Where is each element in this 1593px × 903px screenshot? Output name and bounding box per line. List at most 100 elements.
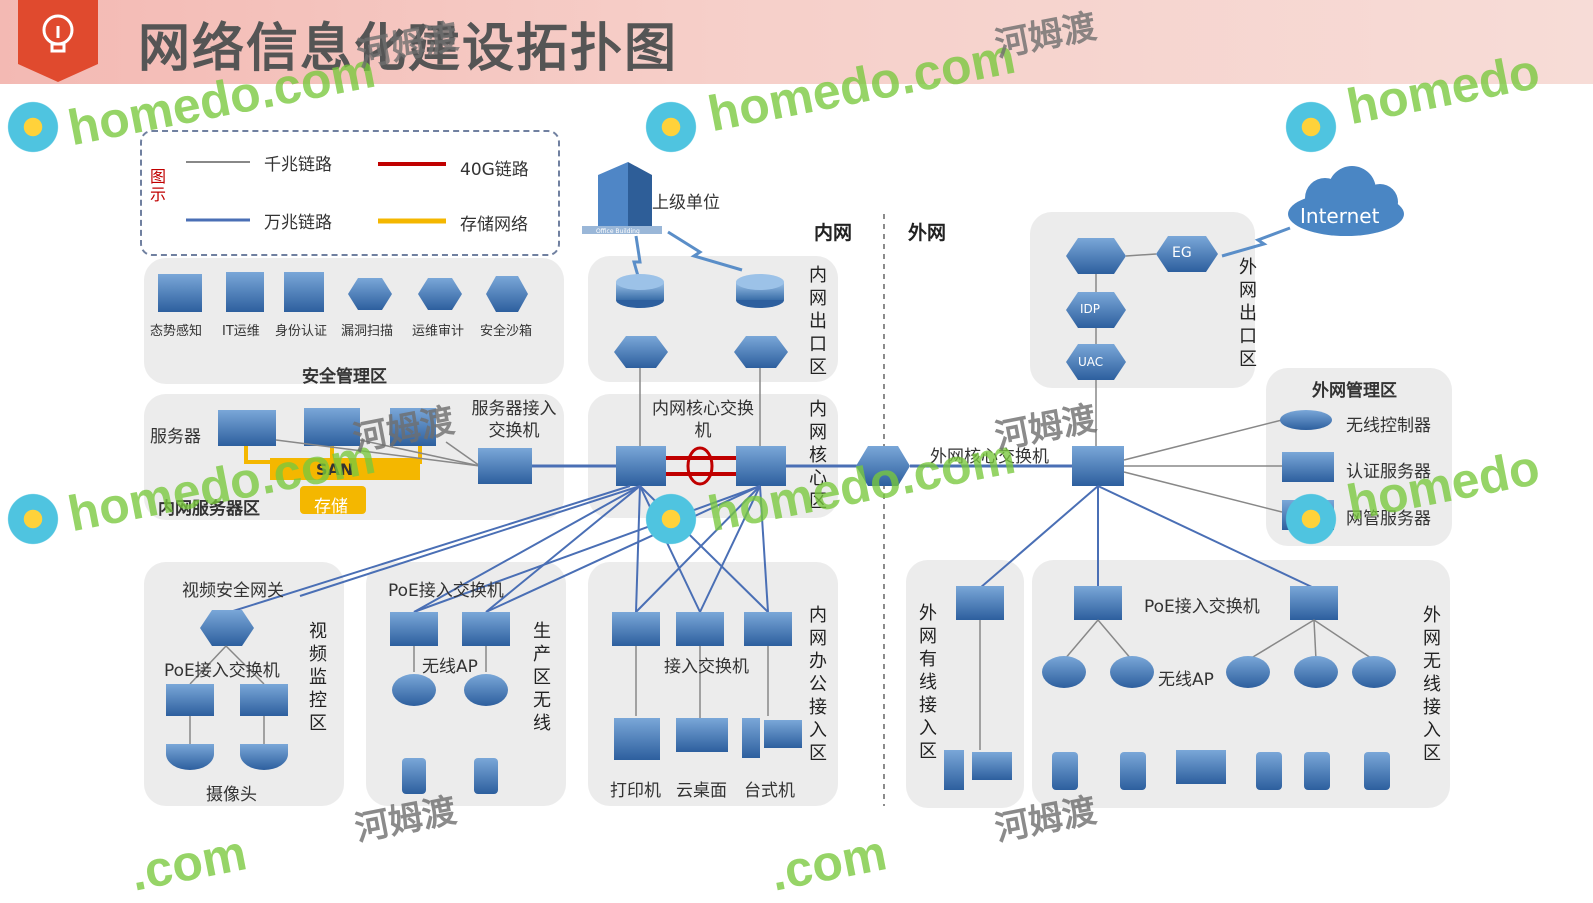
internet-link	[1221, 226, 1291, 258]
camera-icon	[240, 744, 288, 770]
ext-ap-label: 无线AP	[1158, 670, 1214, 690]
handheld-terminal-icon	[474, 758, 498, 794]
ext-firewall-icon	[856, 446, 910, 486]
prod-zone-title: 生产区无线	[533, 621, 551, 734]
video-zone-title: 视频监控区	[309, 621, 327, 734]
intranet-label: 内网	[814, 222, 853, 244]
router-icon	[616, 274, 664, 308]
watermark-flower-icon	[642, 98, 700, 156]
page-title: 网络信息化建设拓扑图	[138, 19, 679, 79]
firewall-icon	[734, 336, 788, 368]
ext-core-switch-icon	[1072, 446, 1124, 486]
prod-poe-label: PoE接入交换机	[388, 581, 504, 601]
eg-gateway-icon	[1156, 236, 1218, 272]
building-caption: Office Building	[596, 228, 640, 235]
legend-title: 图示	[149, 167, 166, 204]
camera-icon	[166, 744, 214, 770]
core-zone-title: 内网核心区	[809, 399, 827, 512]
uac-label: UAC	[1078, 355, 1104, 369]
40g-bundle-ring	[686, 446, 714, 486]
server-zone-title: 内网服务器区	[158, 499, 260, 519]
router-icon	[736, 274, 784, 308]
superior-unit-label: 上级单位	[652, 193, 720, 213]
san-bar	[270, 458, 420, 480]
legend-10g: 万兆链路	[264, 213, 332, 233]
video-poe-label: PoE接入交换机	[164, 661, 280, 681]
security-zone-title: 安全管理区	[302, 367, 387, 387]
security-zone	[144, 258, 564, 384]
prod-ap-icon	[464, 674, 508, 706]
item-ops-audit: 运维审计	[412, 324, 465, 339]
vdi-label: 云桌面	[676, 781, 727, 801]
camera-label: 摄像头	[206, 785, 257, 805]
item-identity-auth: 身份认证	[275, 324, 328, 339]
server-access-switch-label: 服务器接入交换机	[471, 399, 557, 441]
ext-core-label: 外网核心交换机	[930, 447, 1049, 467]
prod-poe-switch-icon	[390, 612, 438, 646]
office-building-icon	[582, 162, 662, 234]
auth-server-label: 认证服务器	[1346, 462, 1431, 482]
ext-firewall-icon	[1066, 238, 1126, 274]
office-switch-icon	[612, 612, 660, 646]
title-banner	[0, 0, 1593, 84]
wireless-terminal-icons	[1052, 750, 1390, 790]
idp-label: IDP	[1080, 302, 1101, 316]
firewall-icon	[614, 336, 668, 368]
legend-box	[140, 130, 560, 256]
prod-ap-icon	[392, 674, 436, 706]
watermark-flower-icon	[642, 490, 700, 548]
servers-label: 服务器	[150, 427, 201, 447]
core-downlinks	[229, 485, 769, 613]
eg-label: EG	[1172, 245, 1192, 261]
server-access-switch-icon	[478, 448, 532, 484]
ext-wired-title: 外网有线接入区	[919, 603, 937, 762]
auth-server-icon	[1282, 452, 1334, 482]
uac-icon	[1066, 344, 1126, 380]
office-switch-label: 接入交换机	[664, 657, 749, 677]
watermark-flower-icon	[4, 98, 62, 156]
ext-wired-monitor-icon	[972, 752, 1012, 780]
storage-box	[300, 486, 366, 514]
office-zone	[588, 562, 838, 806]
core-switch-icon	[736, 446, 786, 486]
server-icon	[390, 408, 436, 446]
watermark-flower-icon	[4, 490, 62, 548]
office-zone-title: 内网办公接入区	[809, 605, 827, 764]
ext-poe-label: PoE接入交换机	[1144, 597, 1260, 617]
item-vuln-scan: 漏洞扫描	[341, 324, 394, 339]
security-appliance-icons	[158, 272, 528, 312]
lightbulb-badge	[18, 0, 98, 82]
watermark-flower-icon	[1282, 490, 1340, 548]
wan-link-right	[667, 230, 743, 272]
ext-mgmt-title: 外网管理区	[1312, 381, 1397, 401]
storage-label: 存储	[314, 497, 348, 517]
ext-wireless-title: 外网无线接入区	[1423, 605, 1441, 764]
ext-exit-title: 外网出口区	[1239, 257, 1257, 370]
wireless-controller-icon	[1280, 410, 1332, 430]
server-icon	[218, 410, 276, 446]
desktop-label: 台式机	[744, 781, 795, 801]
desktop-tower-icon	[742, 718, 760, 758]
lightbulb-icon	[42, 14, 74, 53]
core-switch-label: 内网核心交换机	[652, 399, 754, 441]
item-it-ops: IT运维	[222, 324, 260, 339]
video-gateway-label: 视频安全网关	[182, 581, 284, 601]
idp-icon	[1066, 292, 1126, 328]
ext-wired-switch-icon	[956, 586, 1004, 620]
desktop-monitor-icon	[764, 720, 802, 748]
prod-ap-label: 无线AP	[422, 657, 478, 677]
ext-ap-icons	[1042, 656, 1396, 688]
ext-exit-zone	[1030, 212, 1255, 388]
legend-storage: 存储网络	[460, 215, 528, 235]
internet-label: Internet	[1300, 204, 1380, 228]
san-label: SAN	[316, 460, 354, 479]
video-gateway-icon	[200, 610, 254, 646]
vdi-terminal-icon	[676, 718, 728, 752]
server-icon	[304, 408, 360, 446]
item-sandbox: 安全沙箱	[480, 324, 533, 339]
video-poe-switch-icon	[166, 684, 214, 716]
extranet-label: 外网	[908, 222, 947, 244]
handheld-terminal-icon	[402, 758, 426, 794]
core-switch-icon	[616, 446, 666, 486]
intranet-exit-title: 内网出口区	[809, 265, 827, 378]
